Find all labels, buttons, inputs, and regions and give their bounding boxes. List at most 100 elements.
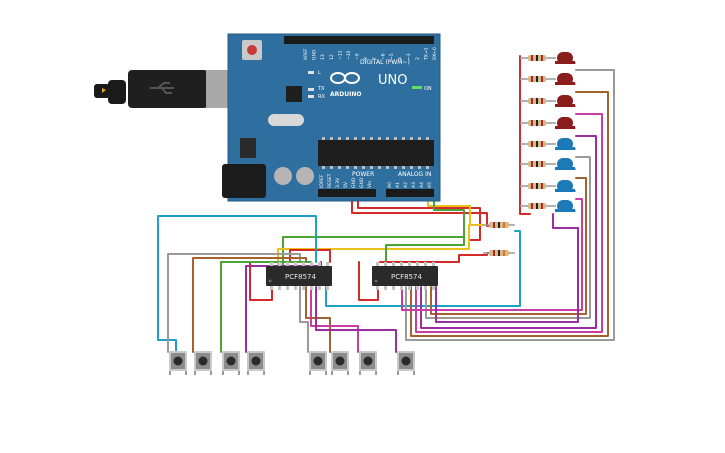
analog-pin-label: A5 (427, 182, 433, 188)
led-resistor (520, 141, 556, 147)
wire-blue-chip2[interactable] (325, 230, 521, 307)
wire-gray-led5[interactable] (425, 156, 591, 319)
analog-header[interactable] (386, 189, 434, 197)
led-resistor (520, 55, 556, 61)
power-header[interactable] (318, 189, 376, 197)
push-button[interactable] (309, 351, 327, 375)
wire-red-chip2[interactable] (358, 261, 379, 301)
l-led (308, 71, 314, 74)
led-resistor-pair[interactable] (520, 73, 576, 85)
reset-button[interactable] (247, 45, 257, 55)
power-pin-label: IOREF (319, 174, 325, 188)
digital-header[interactable] (284, 36, 434, 44)
wires (157, 55, 615, 353)
digital-pin-label: AREF (303, 48, 309, 60)
digital-header-label: DIGITAL (PWM~) (360, 59, 410, 66)
power-pin-label: RESET (327, 173, 333, 188)
on-led (412, 86, 422, 89)
led-resistor-pair[interactable] (520, 138, 576, 150)
wire-magenta-btn7[interactable] (310, 286, 359, 353)
wire-scl-green[interactable] (282, 195, 465, 266)
atmega-pins (322, 137, 429, 169)
wire-red-right[interactable] (379, 252, 498, 263)
rx-led (308, 95, 314, 98)
wire-brown-led6[interactable] (430, 177, 587, 315)
power-pin-label: GND (351, 177, 357, 188)
pcf8574-chip-1[interactable]: PCF8574 (266, 262, 332, 290)
push-button[interactable] (331, 351, 349, 375)
blue-led[interactable] (555, 138, 576, 150)
wire-purple-btn8[interactable] (315, 286, 397, 353)
analog-pin-label: A2 (403, 182, 409, 188)
wire-blue-btn1[interactable] (157, 215, 317, 353)
red-led[interactable] (555, 73, 576, 85)
resistor-sda[interactable] (483, 222, 515, 228)
digital-pin-label: ~5 (389, 53, 395, 60)
push-button[interactable] (397, 351, 415, 375)
led-resistor (520, 183, 556, 189)
wire-purple-led8[interactable] (435, 213, 579, 323)
board-brand: ARDUINO (330, 91, 361, 98)
analog-pin-label: A0 (387, 182, 393, 188)
blue-led[interactable] (555, 200, 576, 212)
chip-2-label: PCF8574 (391, 273, 422, 281)
button-cap[interactable] (226, 356, 236, 366)
led-resistor-pair[interactable] (520, 200, 576, 212)
button-cap[interactable] (173, 356, 183, 366)
arduino-logo-icon (330, 72, 360, 84)
led-resistor-pair[interactable] (520, 158, 576, 170)
button-cap[interactable] (335, 356, 345, 366)
button-cap[interactable] (198, 356, 208, 366)
blue-led[interactable] (555, 158, 576, 170)
led-resistor-pair[interactable] (520, 117, 576, 129)
wire-brown-led2[interactable] (410, 91, 609, 337)
blue-led[interactable] (555, 180, 576, 192)
wire-red-chip1[interactable] (249, 261, 273, 301)
wire-brown-btn2[interactable] (192, 257, 307, 353)
wire-green-bus2[interactable] (385, 236, 465, 266)
led-resistor-pair[interactable] (520, 180, 576, 192)
wire-red-led-gnd[interactable] (519, 55, 531, 215)
led-resistor (520, 161, 556, 167)
push-button[interactable] (359, 351, 377, 375)
digital-pin-label: ~6 (380, 53, 386, 60)
red-led[interactable] (555, 117, 576, 129)
button-cap[interactable] (251, 356, 261, 366)
resistor-scl[interactable] (483, 250, 515, 256)
power-pin-label: 5V (343, 181, 349, 188)
button-cap[interactable] (401, 356, 411, 366)
chip-1-label: PCF8574 (285, 273, 316, 281)
wire-brown-btn6[interactable] (305, 286, 331, 353)
wire-magenta-led7[interactable] (401, 198, 583, 311)
push-button[interactable] (194, 351, 212, 375)
button-cap[interactable] (313, 356, 323, 366)
on-label: ON (424, 86, 432, 92)
red-led[interactable] (555, 95, 576, 107)
wire-purple-led4[interactable] (420, 135, 597, 329)
red-led[interactable] (555, 52, 576, 64)
wire-gray-led1[interactable] (405, 69, 615, 341)
push-button[interactable] (222, 351, 240, 375)
led-resistor-pair[interactable] (520, 95, 576, 107)
capacitor-1 (274, 167, 292, 185)
push-button[interactable] (169, 351, 187, 375)
push-button[interactable] (247, 351, 265, 375)
wire-red-loop[interactable] (249, 249, 331, 263)
power-pin-label: Vin (367, 181, 373, 188)
led-resistor (520, 98, 556, 104)
wire-sda-yellow[interactable] (427, 195, 484, 226)
capacitor-2 (296, 167, 314, 185)
power-pin-label: 3.3V (335, 177, 341, 188)
button-cap[interactable] (363, 356, 373, 366)
digital-pin-label: 13 (320, 54, 326, 60)
wire-magenta-led3[interactable] (415, 113, 603, 333)
pcf8574-chip-2[interactable]: PCF8574 (372, 262, 438, 290)
board-model: UNO (378, 73, 407, 88)
wire-gray-btn5[interactable] (299, 286, 309, 353)
wire-gnd-red2[interactable] (357, 195, 481, 241)
led-resistor-pair[interactable] (520, 52, 576, 64)
